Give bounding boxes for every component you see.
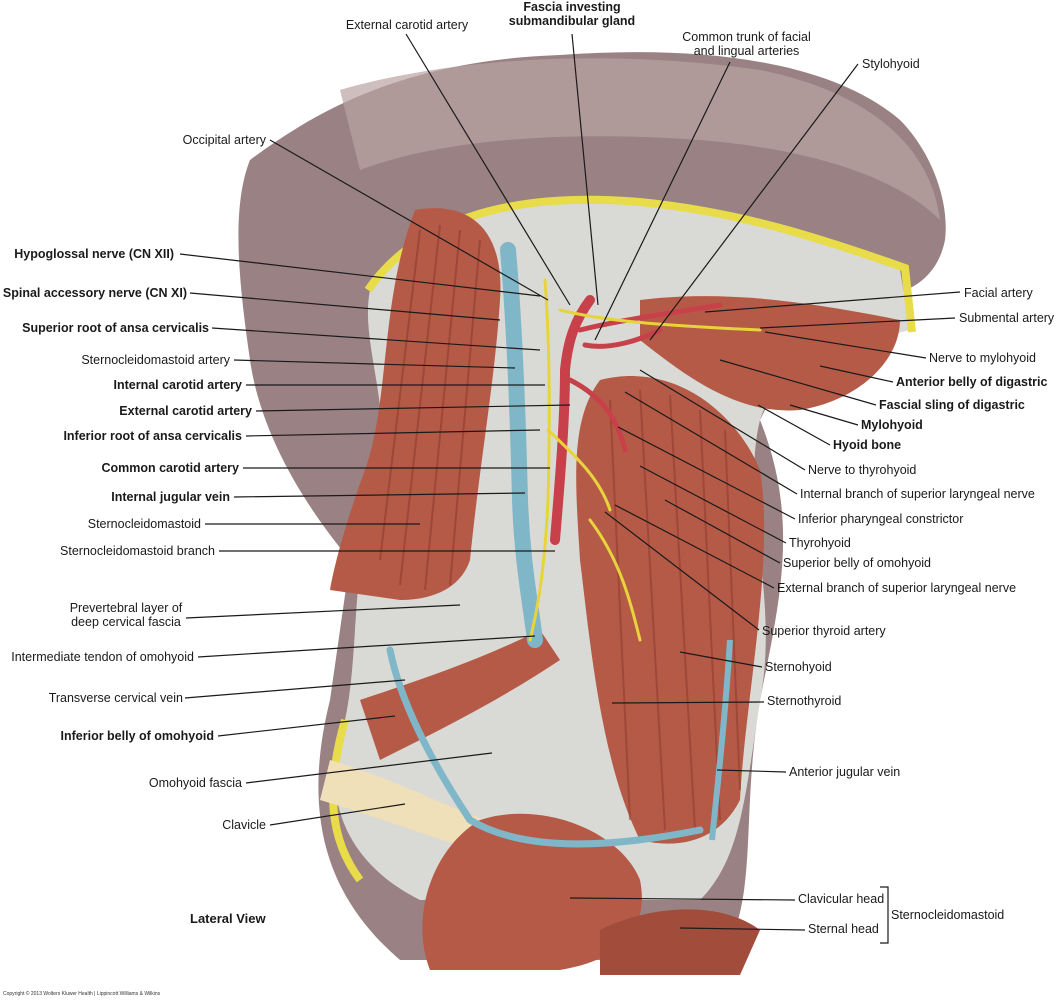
carotid-artery bbox=[550, 295, 595, 545]
label-clavicular-head: Clavicular head bbox=[798, 892, 885, 906]
label-submental-artery: Submental artery bbox=[959, 311, 1055, 325]
view-label: Lateral View bbox=[190, 911, 266, 926]
label-external-carotid: External carotid artery bbox=[119, 404, 252, 418]
anterior-jugular-vessel bbox=[709, 639, 733, 841]
label-sternal-head: Sternal head bbox=[808, 922, 879, 936]
scm-lower-heads bbox=[422, 813, 642, 970]
label-prevertebral: Prevertebral layer of deep cervical fasc… bbox=[69, 601, 183, 629]
leader-sternohyoid bbox=[679, 651, 763, 668]
leader-superior-belly bbox=[664, 499, 781, 564]
strap-fibers bbox=[609, 389, 741, 831]
label-anterior-jugular: Anterior jugular vein bbox=[789, 765, 901, 779]
leader-anterior-belly bbox=[819, 365, 894, 383]
label-sternothyroid: Sternothyroid bbox=[767, 694, 842, 708]
label-stylohyoid: Stylohyoid bbox=[862, 57, 920, 71]
carotid-branches bbox=[567, 302, 723, 453]
label-fascia-investing: Fascia investing submandibular gland bbox=[508, 0, 636, 28]
label-anterior-belly: Anterior belly of digastric bbox=[896, 375, 1048, 389]
label-internal-branch-sln: Internal branch of superior laryngeal ne… bbox=[800, 487, 1035, 501]
label-nerve-thyrohyoid: Nerve to thyrohyoid bbox=[808, 463, 917, 477]
bracket-scm bbox=[880, 886, 889, 944]
transverse-vein bbox=[386, 646, 704, 848]
leader-anterior-jugular bbox=[716, 769, 787, 773]
label-superior-thyroid: Superior thyroid artery bbox=[762, 624, 886, 638]
label-nerve-mylohyoid: Nerve to mylohyoid bbox=[929, 351, 1036, 365]
leader-internal-branch-sln bbox=[624, 391, 798, 495]
fat-margin-lower bbox=[329, 718, 364, 883]
label-omohyoid-fascia: Omohyoid fascia bbox=[148, 776, 242, 790]
leader-hyoid-bone bbox=[757, 404, 831, 446]
label-fascial-sling: Fascial sling of digastric bbox=[879, 398, 1025, 412]
label-ext-carotid-top: External carotid artery bbox=[345, 18, 469, 32]
label-spinal-accessory: Spinal accessory nerve (CN XI) bbox=[2, 286, 187, 300]
leader-inferior-belly bbox=[217, 715, 396, 737]
leader-stylohyoid bbox=[649, 63, 859, 341]
face-highlight bbox=[340, 58, 940, 220]
leader-common-trunk bbox=[594, 61, 731, 341]
leader-nerve-thyrohyoid bbox=[639, 369, 806, 471]
label-scm-branch: Sternocleidomastoid branch bbox=[60, 544, 215, 558]
label-superior-belly: Superior belly of omohyoid bbox=[783, 556, 931, 570]
nerves bbox=[528, 278, 762, 642]
label-common-trunk: Common trunk of facial and lingual arter… bbox=[682, 30, 811, 58]
label-scm-group: Sternocleidomastoid bbox=[891, 908, 1005, 922]
leader-external-carotid bbox=[255, 404, 571, 412]
leader-clavicular-head bbox=[569, 897, 796, 901]
label-common-carotid: Common carotid artery bbox=[101, 461, 239, 475]
leader-facial-artery bbox=[704, 291, 961, 313]
label-inferior-belly: Inferior belly of omohyoid bbox=[60, 729, 214, 743]
label-occipital-artery: Occipital artery bbox=[182, 133, 266, 147]
label-internal-jugular: Internal jugular vein bbox=[111, 490, 230, 504]
copyright-text: Copyright © 2013 Wolters Kluwer Health |… bbox=[3, 991, 161, 997]
leader-fascia-investing bbox=[571, 33, 599, 306]
leader-fascial-sling bbox=[719, 359, 877, 406]
leader-external-branch-sln bbox=[614, 504, 775, 589]
leader-superior-thyroid bbox=[604, 511, 760, 631]
label-transverse-cervical: Transverse cervical vein bbox=[48, 691, 183, 705]
label-external-branch-sln: External branch of superior laryngeal ne… bbox=[777, 581, 1017, 595]
leader-hypoglossal bbox=[179, 253, 541, 297]
label-mylohyoid: Mylohyoid bbox=[861, 418, 923, 432]
leader-mylohyoid bbox=[789, 404, 859, 426]
label-scm: Sternocleidomastoid bbox=[87, 517, 201, 531]
leader-superior-root bbox=[211, 327, 541, 351]
leader-thyrohyoid bbox=[639, 465, 787, 544]
label-superior-root: Superior root of ansa cervicalis bbox=[22, 321, 209, 335]
leader-nerve-mylohyoid bbox=[764, 331, 927, 359]
scm-fibers bbox=[379, 224, 481, 591]
jugular-vein bbox=[500, 242, 543, 648]
leader-occipital bbox=[269, 139, 549, 301]
leader-submental-artery bbox=[759, 317, 956, 329]
omohyoid-muscle bbox=[360, 630, 560, 760]
label-thyrohyoid: Thyrohyoid bbox=[789, 536, 851, 550]
label-sternohyoid: Sternohyoid bbox=[765, 660, 832, 674]
label-scm-artery: Sternocleidomastoid artery bbox=[81, 353, 230, 367]
label-clavicle: Clavicle bbox=[222, 818, 266, 832]
leader-sternal-head bbox=[679, 927, 806, 931]
leader-inferior-root bbox=[245, 429, 541, 437]
scm-sternal-head bbox=[600, 909, 760, 975]
leader-scm-artery bbox=[233, 359, 516, 369]
label-hyoid-bone: Hyoid bone bbox=[833, 438, 902, 452]
label-facial-artery: Facial artery bbox=[964, 286, 1033, 300]
label-internal-carotid: Internal carotid artery bbox=[113, 378, 242, 392]
label-intermediate-tendon: Intermediate tendon of omohyoid bbox=[11, 650, 194, 664]
leader-inferior-pharyngeal bbox=[617, 426, 796, 520]
label-hypoglossal: Hypoglossal nerve (CN XII) bbox=[14, 247, 174, 261]
leader-spinal-accessory bbox=[189, 292, 501, 321]
leader-clavicle bbox=[269, 803, 406, 826]
strap-muscles bbox=[576, 376, 765, 844]
leader-prevertebral bbox=[185, 604, 461, 619]
leader-sternothyroid bbox=[611, 701, 765, 704]
leader-ext-carotid-top bbox=[405, 33, 571, 306]
leader-internal-jugular bbox=[233, 492, 526, 498]
leader-intermediate-tendon bbox=[197, 635, 536, 658]
leader-transverse-cervical bbox=[184, 679, 406, 699]
label-inferior-pharyngeal: Inferior pharyngeal constrictor bbox=[798, 512, 964, 526]
leader-omohyoid-fascia bbox=[245, 752, 493, 784]
label-inferior-root: Inferior root of ansa cervicalis bbox=[63, 429, 242, 443]
